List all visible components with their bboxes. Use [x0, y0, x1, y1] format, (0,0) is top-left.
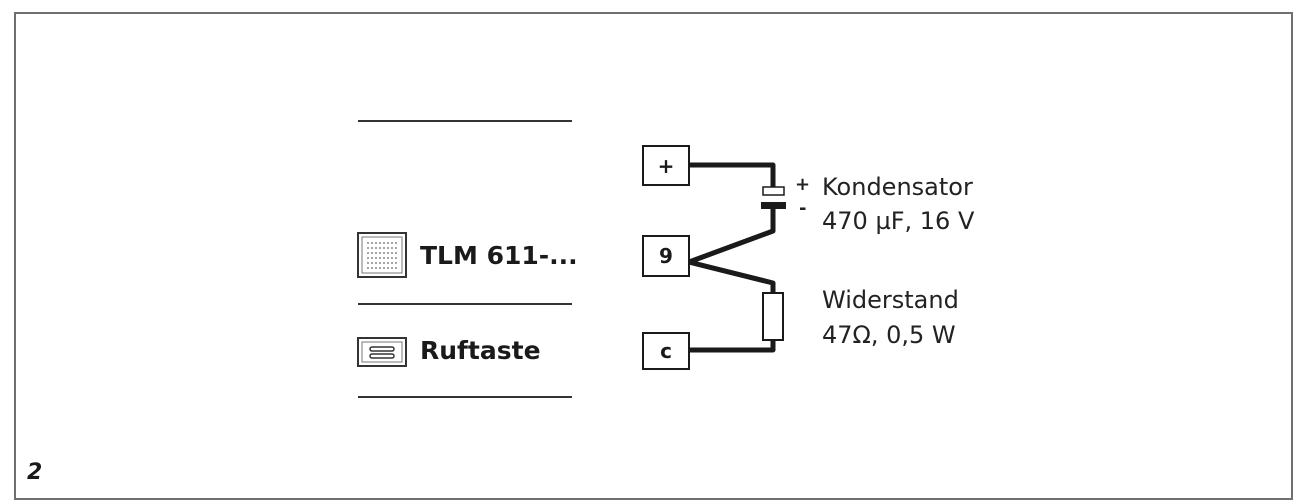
wire-plus-to-capacitor — [686, 162, 776, 190]
resistor-spec: 47Ω, 0,5 W — [822, 321, 956, 349]
ruftaste-device-label: Ruftaste — [420, 336, 541, 365]
capacitor-minus-sign: - — [799, 198, 807, 219]
terminal-9: 9 — [642, 235, 690, 277]
wire-resistor-to-c — [686, 337, 776, 353]
resistor-symbol — [762, 292, 784, 341]
figure-frame — [14, 12, 1293, 500]
capacitor-name: Kondensator — [822, 173, 973, 201]
capacitor-spec: 470 µF, 16 V — [822, 207, 975, 235]
figure-number: 2 — [27, 460, 43, 485]
capacitor-symbol — [761, 186, 786, 209]
terminal-9-label: 9 — [659, 244, 673, 268]
wire-capacitor-to-9 — [685, 206, 776, 266]
wire-9-to-resistor — [685, 258, 776, 296]
terminal-c: c — [642, 332, 690, 370]
terminal-plus-label: + — [658, 154, 675, 178]
terminal-c-label: c — [660, 339, 672, 363]
capacitor-plus-sign: + — [795, 174, 811, 195]
terminal-plus: + — [642, 145, 690, 186]
tlm-device-label: TLM 611-... — [420, 241, 578, 270]
speaker-grille-icon — [357, 232, 407, 278]
call-button-icon — [357, 337, 407, 367]
resistor-name: Widerstand — [822, 286, 959, 314]
